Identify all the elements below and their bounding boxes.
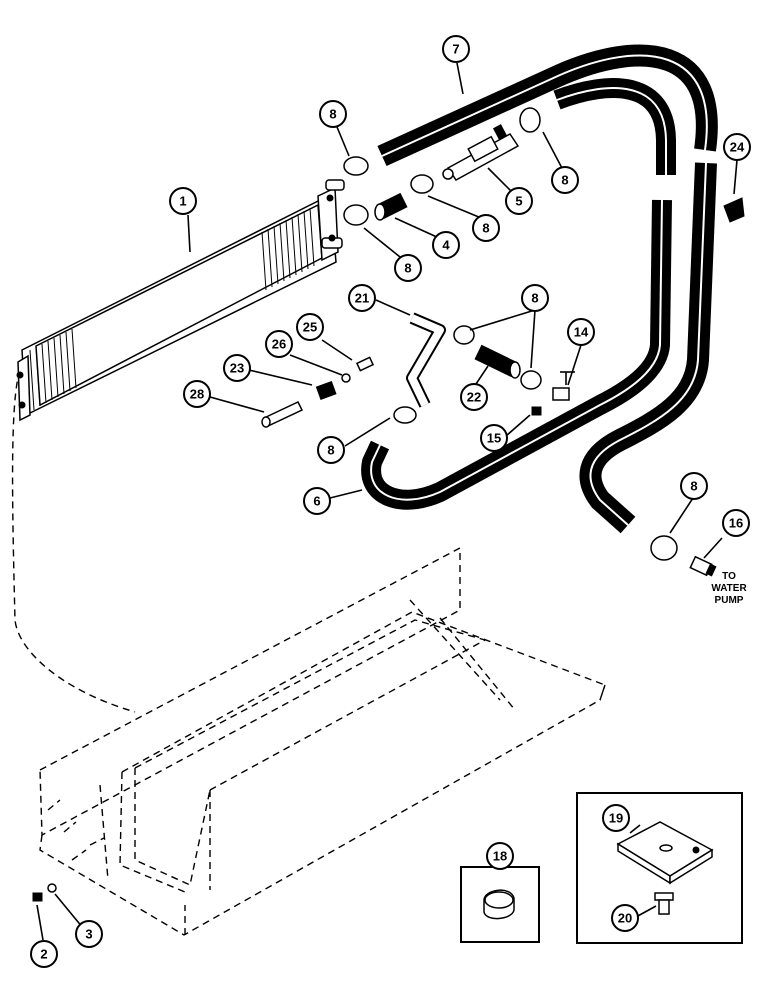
- callout-7: 7: [442, 35, 470, 63]
- note-line-1: TO: [722, 571, 736, 582]
- svg-text:21: 21: [355, 291, 369, 306]
- svg-text:6: 6: [313, 494, 320, 509]
- svg-text:7: 7: [452, 42, 459, 57]
- callout-3: 3: [75, 920, 103, 948]
- svg-text:16: 16: [729, 516, 743, 531]
- inset-plug: [460, 866, 540, 943]
- svg-text:8: 8: [561, 173, 568, 188]
- heater-core: [16, 179, 345, 422]
- callout-14: 14: [567, 318, 595, 346]
- svg-text:3: 3: [85, 927, 92, 942]
- note-line-3: PUMP: [715, 595, 744, 606]
- callout-28: 28: [183, 380, 211, 408]
- callout-8d: 8: [551, 166, 579, 194]
- shutoff-valve: [442, 124, 520, 181]
- hose-clip: [723, 197, 745, 223]
- svg-text:8: 8: [482, 221, 489, 236]
- svg-text:14: 14: [574, 325, 589, 340]
- callout-4: 4: [432, 231, 460, 259]
- svg-text:8: 8: [404, 261, 411, 276]
- svg-text:23: 23: [230, 361, 244, 376]
- callout-18: 18: [486, 842, 514, 870]
- svg-text:20: 20: [618, 911, 632, 926]
- inset-cover-plate: [576, 792, 743, 944]
- svg-text:19: 19: [609, 811, 623, 826]
- hose-6: [361, 78, 676, 510]
- bolt-2: [32, 892, 43, 902]
- svg-text:24: 24: [730, 140, 745, 155]
- svg-text:8: 8: [690, 479, 697, 494]
- svg-text:26: 26: [272, 337, 286, 352]
- water-pump-note: TO WATER PUMP: [711, 571, 747, 606]
- bolt-25: [355, 356, 375, 372]
- drain-cock: [552, 371, 575, 401]
- hose-4: [374, 192, 408, 221]
- washer-3: [47, 883, 57, 893]
- svg-text:4: 4: [442, 238, 450, 253]
- callout-20: 20: [611, 904, 639, 932]
- callout-8g: 8: [680, 472, 708, 500]
- callout-26: 26: [265, 330, 293, 358]
- note-line-2: WATER: [711, 583, 747, 594]
- callout-15: 15: [480, 424, 508, 452]
- callout-19: 19: [602, 804, 630, 832]
- tube-21: [406, 312, 446, 408]
- callout-2: 2: [30, 940, 58, 968]
- callout-25: 25: [296, 313, 324, 341]
- callout-8a: 8: [319, 100, 347, 128]
- core-fins-left: [29, 328, 77, 411]
- leader-lines: [36, 62, 738, 941]
- callout-22: 22: [460, 383, 488, 411]
- spacer-28: [261, 401, 304, 428]
- svg-text:8: 8: [531, 291, 538, 306]
- fitting-15: [531, 406, 542, 416]
- callout-8b: 8: [472, 214, 500, 242]
- callout-21: 21: [348, 284, 376, 312]
- svg-text:22: 22: [467, 390, 481, 405]
- heater-housing-outline: [11, 369, 606, 936]
- svg-text:18: 18: [493, 849, 507, 864]
- callout-8e: 8: [521, 284, 549, 312]
- callout-6: 6: [303, 487, 331, 515]
- hose-clamps: [343, 107, 678, 561]
- svg-text:15: 15: [487, 431, 501, 446]
- svg-text:28: 28: [190, 387, 204, 402]
- svg-text:8: 8: [329, 107, 336, 122]
- bracket-23: [315, 380, 337, 400]
- svg-text:5: 5: [515, 194, 522, 209]
- callout-23: 23: [223, 354, 251, 382]
- water-pump-fitting: [689, 555, 717, 577]
- svg-text:8: 8: [327, 443, 334, 458]
- svg-text:25: 25: [303, 320, 317, 335]
- svg-text:2: 2: [40, 947, 47, 962]
- callout-8c: 8: [394, 254, 422, 282]
- core-fins-right: [261, 207, 315, 291]
- callout-24: 24: [723, 133, 751, 161]
- hose-22: [474, 344, 521, 379]
- callout-1: 1: [169, 187, 197, 215]
- washer-26: [341, 373, 351, 383]
- callout-8f: 8: [317, 436, 345, 464]
- callout-16: 16: [722, 509, 750, 537]
- hose-7: [377, 44, 718, 534]
- callout-5: 5: [505, 187, 533, 215]
- svg-text:1: 1: [179, 194, 186, 209]
